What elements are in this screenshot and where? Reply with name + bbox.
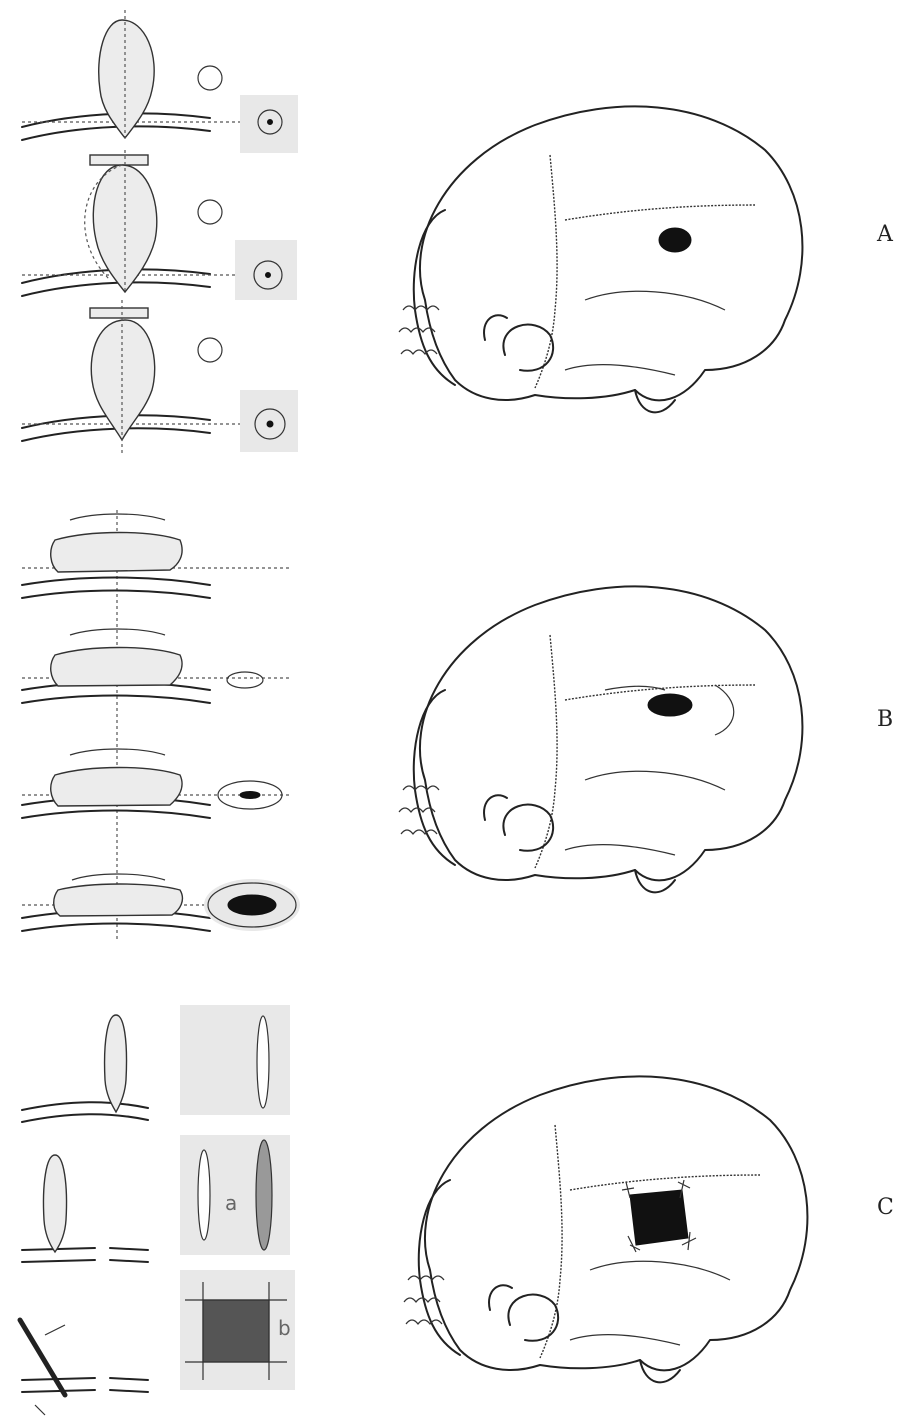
cut-step-3 bbox=[20, 1320, 148, 1415]
skull-b bbox=[399, 586, 802, 892]
panel-label-a: A bbox=[877, 222, 893, 247]
scraped-hole bbox=[648, 694, 692, 716]
scrape-step-4 bbox=[22, 874, 300, 931]
cut-inset-a: a bbox=[180, 1135, 290, 1255]
drill-step-3 bbox=[22, 300, 298, 455]
scrape-step-2 bbox=[22, 629, 290, 703]
cut-square-hole bbox=[622, 1180, 696, 1252]
panel-label-c: C bbox=[877, 1195, 894, 1220]
cut-step-1 bbox=[22, 1015, 148, 1122]
panel-c-cutting-steps: a b bbox=[20, 1005, 295, 1415]
panel-label-b: B bbox=[877, 707, 893, 732]
scrape-step-1 bbox=[22, 514, 290, 598]
skull-c bbox=[404, 1076, 807, 1382]
inset-label-b: b bbox=[278, 1316, 291, 1340]
skull-a bbox=[399, 106, 802, 412]
inset-label-a: a bbox=[225, 1191, 237, 1215]
panel-a-drilling-steps bbox=[22, 10, 298, 455]
cut-inset-b: b bbox=[180, 1270, 295, 1390]
panel-b-scraping-steps bbox=[22, 510, 300, 940]
drilled-hole bbox=[659, 228, 691, 252]
scrape-step-3 bbox=[22, 749, 290, 818]
drill-step-2 bbox=[22, 150, 297, 300]
cut-step-2 bbox=[22, 1155, 148, 1262]
drill-step-1 bbox=[22, 10, 298, 153]
cut-inset-1 bbox=[180, 1005, 290, 1115]
